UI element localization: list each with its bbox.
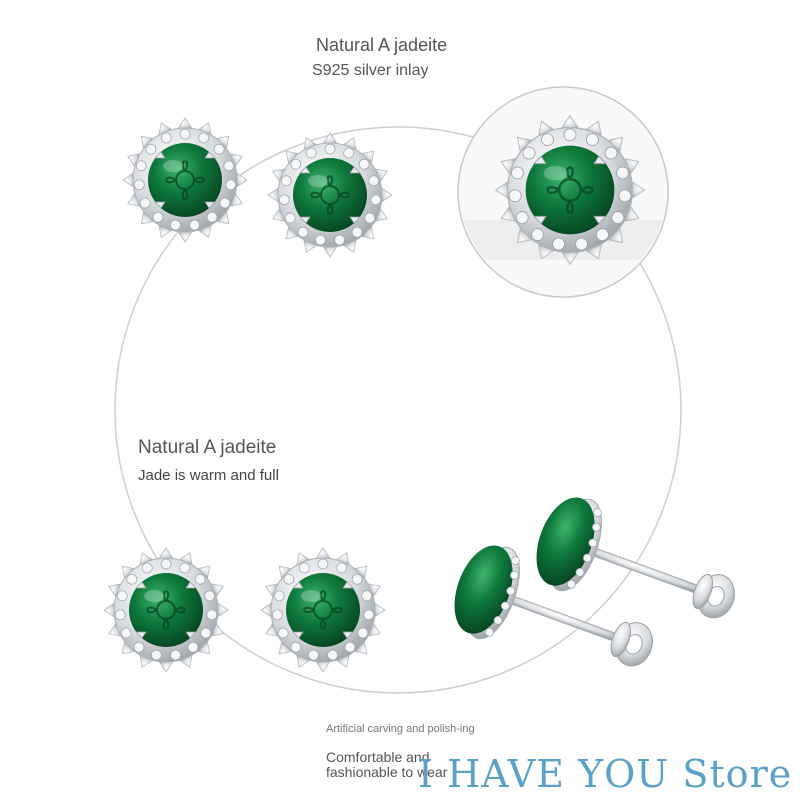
earring-stud-icon: [122, 117, 248, 243]
top-title: Natural A jadeite: [316, 35, 448, 55]
store-name: I HAVE YOU Store: [418, 752, 793, 796]
earring-stud-icon: [267, 132, 393, 258]
top-subtitle: S925 silver inlay: [312, 62, 429, 79]
earring-stud-icon: [103, 547, 229, 673]
feature-carving: Artificial carving and polish-ing: [326, 723, 475, 735]
frame-circle: [114, 126, 682, 694]
feature-comfort: Comfortable and fashionable to wear: [326, 749, 448, 780]
mid-subtitle: Jade is warm and full: [138, 467, 279, 484]
mid-title: Natural A jadeite: [138, 437, 277, 458]
earring-stud-icon: [260, 547, 386, 673]
magnifier-circle: [457, 86, 669, 298]
